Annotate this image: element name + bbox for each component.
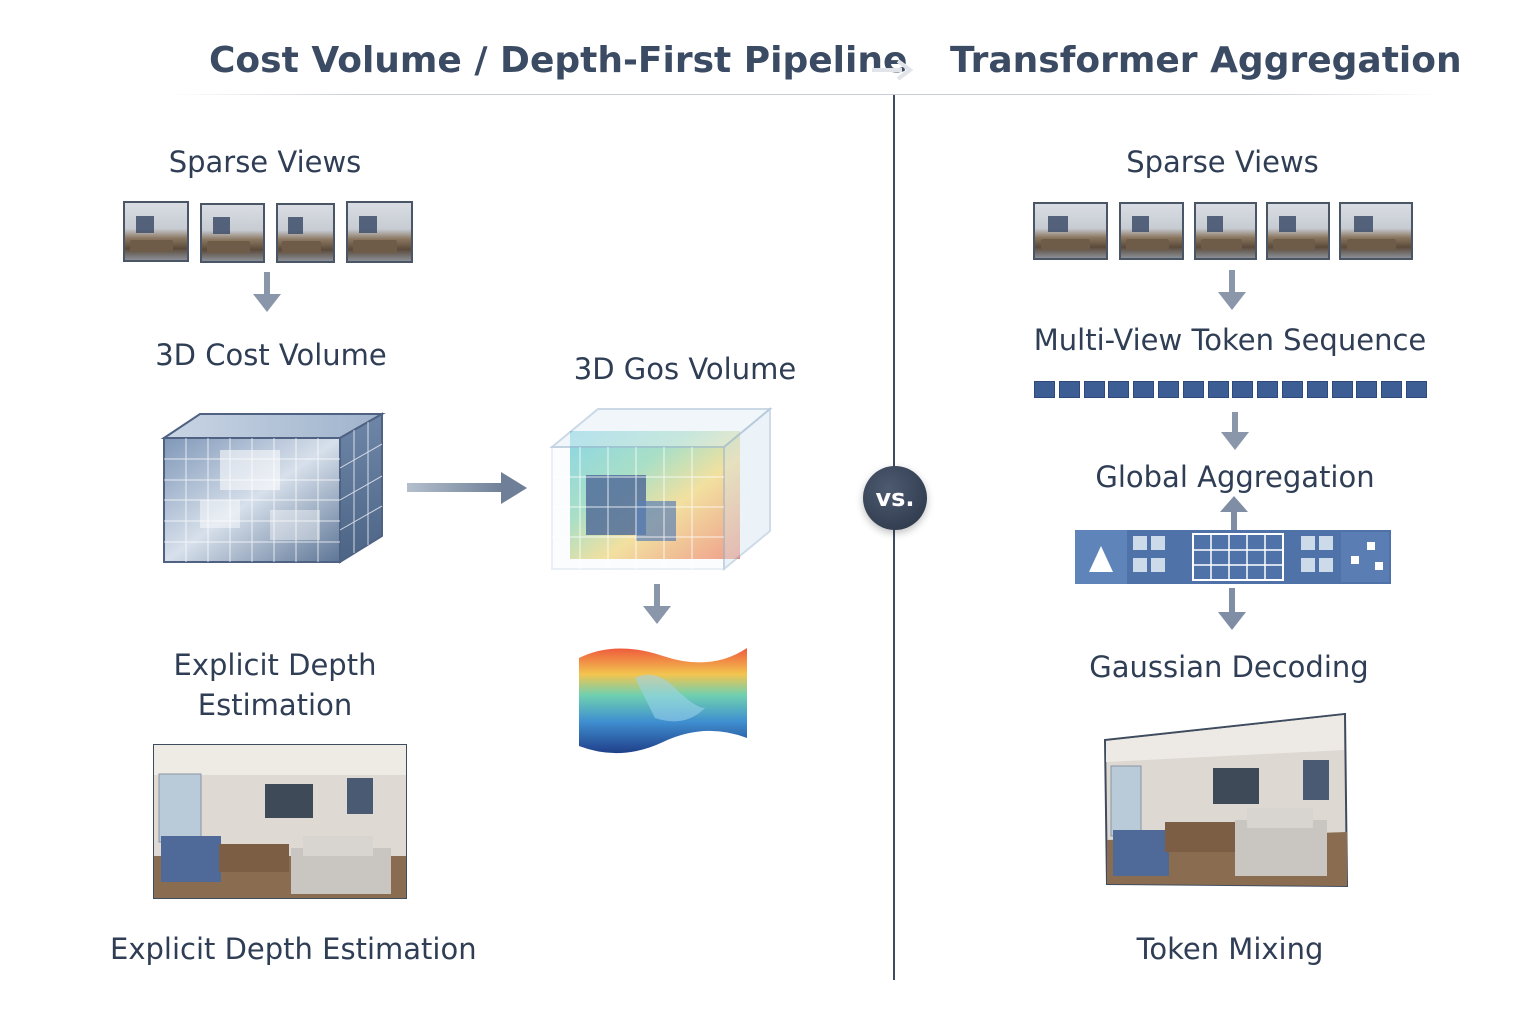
explicit-depth-label-line1: Explicit Depth [173, 648, 377, 682]
left-rendered-room-image [153, 744, 407, 899]
cost-volume-cube [160, 412, 386, 564]
right-title: Transformer Aggregation [950, 40, 1462, 81]
token-square [1058, 381, 1080, 398]
token-square [1331, 381, 1353, 398]
right-bottom-caption: Token Mixing [1136, 932, 1324, 966]
token-square [1356, 381, 1378, 398]
arrow-right-icon [407, 472, 527, 504]
token-square [1158, 381, 1179, 398]
right-sparse-views-label: Sparse Views [1126, 145, 1319, 179]
left-bottom-caption: Explicit Depth Estimation [110, 932, 477, 966]
token-square [1133, 381, 1155, 398]
header-underline [170, 94, 1440, 95]
token-sequence-label: Multi-View Token Sequence [1033, 323, 1427, 357]
vs-badge: vs. [863, 466, 927, 530]
gos-volume-label: 3D Gos Volume [573, 352, 797, 386]
cost-volume-label: 3D Cost Volume [155, 338, 387, 372]
token-square [1232, 381, 1254, 398]
left-view-thumbnail-3 [276, 203, 335, 263]
right-view-thumbnail-5 [1339, 202, 1413, 260]
depth-map-surface [579, 648, 747, 754]
left-view-thumbnail-4 [346, 201, 413, 263]
left-view-thumbnail-1 [123, 201, 189, 262]
arrow-down-icon [1218, 270, 1246, 310]
token-square [1381, 381, 1403, 398]
token-square [1306, 381, 1328, 398]
token-square [1207, 381, 1229, 398]
right-view-thumbnail-4 [1266, 202, 1330, 260]
left-title: Cost Volume / Depth-First Pipeline [209, 40, 908, 81]
arrow-down-icon [643, 584, 671, 624]
right-rendered-room-image [1103, 712, 1349, 888]
arrow-down-icon [1218, 588, 1246, 630]
token-square [1108, 381, 1130, 398]
arrow-down-icon [253, 272, 281, 312]
center-divider [893, 95, 895, 980]
right-view-thumbnail-3 [1194, 202, 1257, 260]
token-square [1034, 381, 1055, 398]
token-square [1182, 381, 1204, 398]
vs-label: vs. [875, 484, 915, 512]
token-square [1083, 381, 1105, 398]
right-view-thumbnail-1 [1033, 202, 1108, 260]
arrow-up-icon [1220, 496, 1248, 532]
left-view-thumbnail-2 [200, 203, 265, 263]
token-square [1257, 381, 1279, 398]
gaussian-volume-cube [549, 406, 773, 572]
token-square [1282, 381, 1303, 398]
header-arrow-icon [872, 59, 914, 80]
global-aggregation-block [1075, 530, 1391, 584]
token-square [1406, 381, 1427, 398]
gaussian-decoding-label: Gaussian Decoding [1089, 650, 1369, 684]
arrow-down-icon [1221, 412, 1249, 450]
left-sparse-views-label: Sparse Views [168, 145, 362, 179]
global-aggregation-label: Global Aggregation [1095, 460, 1375, 494]
right-view-thumbnail-2 [1119, 202, 1184, 260]
explicit-depth-label: Explicit Depth Estimation [140, 645, 410, 725]
explicit-depth-label-line2: Estimation [197, 688, 353, 722]
